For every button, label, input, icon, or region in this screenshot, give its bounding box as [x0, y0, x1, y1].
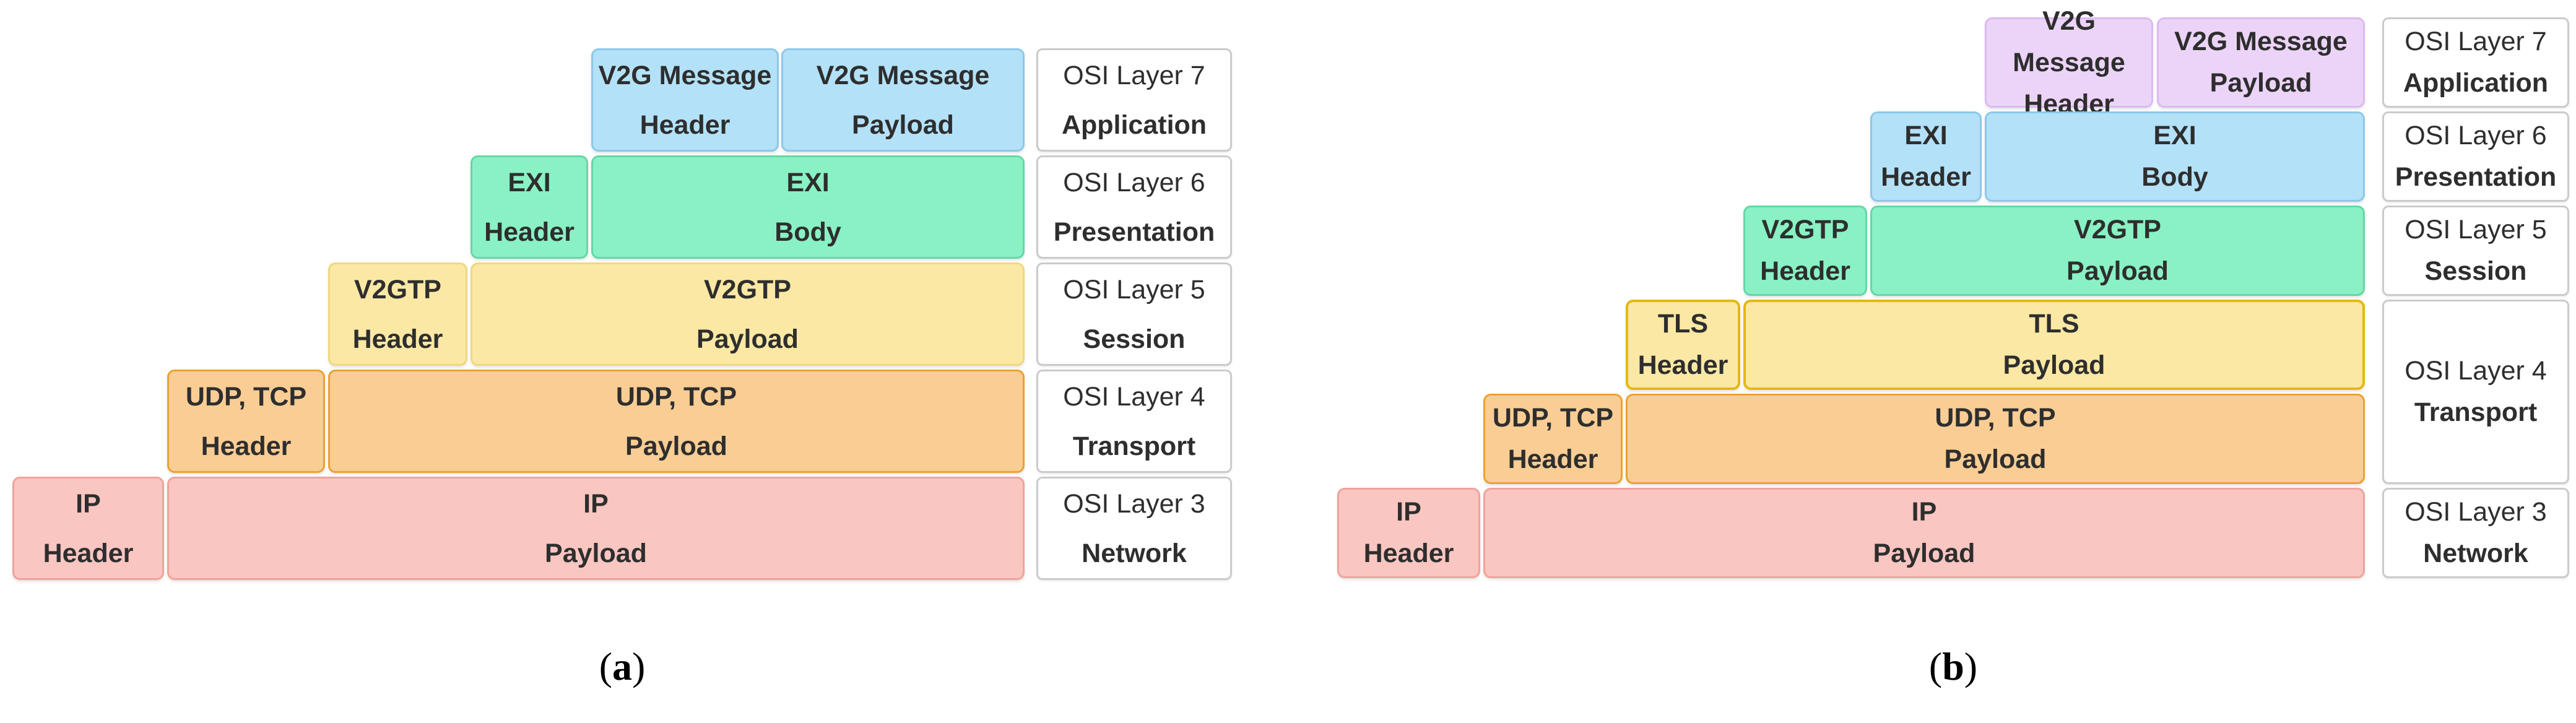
osi-layer-name: Application [1061, 110, 1207, 140]
a-osi-layer-6-box: OSI Layer 6 Presentation [1036, 155, 1232, 259]
b-osi-layer-6-box: OSI Layer 6 Presentation [2382, 111, 2569, 202]
a-osi-layer-3-box: OSI Layer 3 Network [1036, 477, 1232, 580]
osi-layer-label: OSI Layer 4 [1063, 381, 1205, 412]
osi-layer-name: Transport [1072, 431, 1196, 461]
b-v2g-message-payload-box: V2G Message Payload [2157, 17, 2365, 108]
a-osi-layer-7-box: OSI Layer 7 Application [1036, 48, 1232, 152]
a-ip-payload-box: IP Payload [167, 477, 1025, 580]
a-v2gtp-payload-box: V2GTP Payload [471, 262, 1025, 366]
b-v2gtp-header-box: V2GTP Header [1743, 206, 1867, 296]
osi-layer-name: Presentation [2395, 162, 2557, 192]
osi-layer-name: Session [1083, 324, 1186, 354]
b-udp-tcp-header-box: UDP, TCP Header [1483, 394, 1623, 484]
b-exi-header-box: EXI Header [1870, 111, 1982, 202]
a-v2g-message-header-box: V2G Message Header [591, 48, 779, 152]
caption-paren-open: ( [599, 644, 612, 688]
osi-layer-name: Presentation [1053, 217, 1215, 247]
b-v2gtp-payload-box: V2GTP Payload [1870, 206, 2365, 296]
caption-a: (a) [12, 644, 1232, 690]
osi-layer-name: Network [2423, 539, 2528, 568]
osi-layer-name: Application [2403, 68, 2549, 98]
osi-layer-label: OSI Layer 6 [2405, 121, 2547, 150]
caption-b: (b) [1337, 644, 2569, 690]
a-osi-layer-4-box: OSI Layer 4 Transport [1036, 370, 1232, 473]
a-ip-header-box: IP Header [12, 477, 164, 580]
b-osi-layer-7-box: OSI Layer 7 Application [2382, 17, 2569, 108]
b-osi-layer-5-box: OSI Layer 5 Session [2382, 206, 2569, 296]
osi-layer-label: OSI Layer 7 [2405, 27, 2547, 56]
a-udp-tcp-payload-box: UDP, TCP Payload [328, 370, 1025, 473]
a-exi-header-box: EXI Header [471, 155, 588, 259]
b-osi-layer-3-box: OSI Layer 3 Network [2382, 488, 2569, 578]
caption-paren-close: ) [632, 644, 646, 688]
b-udp-tcp-payload-box: UDP, TCP Payload [1626, 394, 2365, 484]
a-udp-tcp-header-box: UDP, TCP Header [167, 370, 325, 473]
osi-layer-name: Network [1082, 538, 1187, 568]
osi-layer-name: Transport [2414, 397, 2538, 427]
osi-layer-name: Session [2424, 256, 2527, 286]
b-tls-header-box: TLS Header [1626, 300, 1740, 390]
a-v2g-message-payload-box: V2G Message Payload [781, 48, 1025, 152]
caption-letter: b [1942, 644, 1964, 688]
caption-paren-open: ( [1928, 644, 1943, 688]
osi-layer-label: OSI Layer 4 [2405, 356, 2547, 386]
b-osi-layer-4-box: OSI Layer 4 Transport [2382, 300, 2569, 484]
b-tls-payload-box: TLS Payload [1743, 300, 2365, 390]
osi-layer-label: OSI Layer 7 [1063, 60, 1205, 90]
a-v2gtp-header-box: V2GTP Header [328, 262, 467, 366]
osi-layer-label: OSI Layer 5 [1063, 274, 1205, 305]
osi-layer-label: OSI Layer 6 [1063, 167, 1205, 197]
a-osi-layer-5-box: OSI Layer 5 Session [1036, 262, 1232, 366]
b-ip-payload-box: IP Payload [1483, 488, 2365, 578]
a-exi-body-box: EXI Body [591, 155, 1025, 259]
osi-layer-label: OSI Layer 3 [1063, 488, 1205, 519]
b-ip-header-box: IP Header [1337, 488, 1480, 578]
caption-letter: a [612, 644, 632, 688]
osi-layer-label: OSI Layer 5 [2405, 215, 2547, 245]
caption-paren-close: ) [1964, 644, 1978, 688]
b-v2g-message-header-box: V2G Message Header [1985, 6, 2153, 119]
osi-layer-label: OSI Layer 3 [2405, 497, 2547, 527]
b-exi-body-box: EXI Body [1985, 111, 2365, 202]
